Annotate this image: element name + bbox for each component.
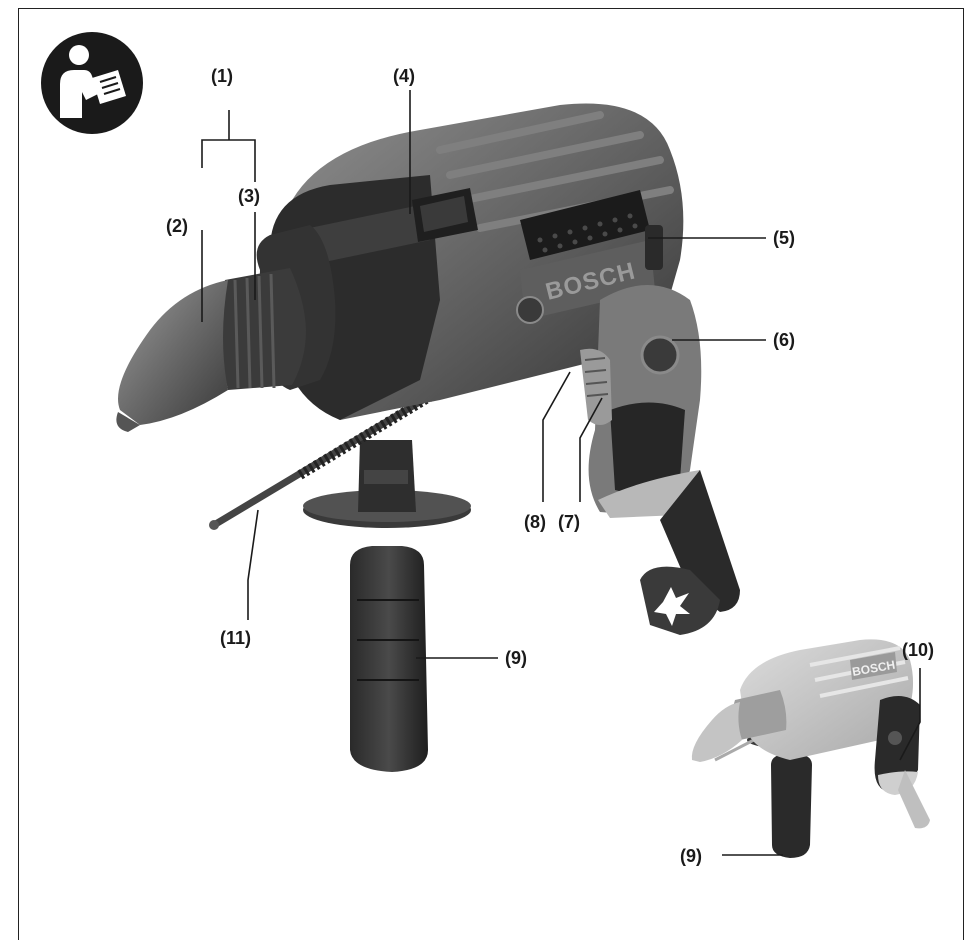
label-4: (4) (393, 66, 415, 86)
label-8: (8) (524, 512, 546, 532)
label-9: (9) (505, 648, 527, 668)
leader-7 (579, 397, 603, 502)
read-manual-icon (41, 32, 143, 134)
callout-labels: (1) (2) (3) (4) (5) (6) (7) (8) (9) (9) … (166, 66, 934, 866)
leader-lines (201, 90, 921, 856)
label-9-inset: (9) (680, 846, 702, 866)
leader-8 (542, 371, 571, 502)
label-5: (5) (773, 228, 795, 248)
diagram-frame (18, 8, 964, 940)
label-1: (1) (211, 66, 233, 86)
label-6: (6) (773, 330, 795, 350)
leader-11 (247, 509, 259, 620)
label-10: (10) (902, 640, 934, 660)
label-3: (3) (238, 186, 260, 206)
leader-bracket-1 (201, 139, 256, 182)
label-2: (2) (166, 216, 188, 236)
leader-10 (899, 668, 921, 761)
label-11: (11) (220, 628, 251, 648)
label-7: (7) (558, 512, 580, 532)
small-drill: BOSCH (691, 639, 930, 858)
main-drill: BOSCH (116, 103, 740, 772)
